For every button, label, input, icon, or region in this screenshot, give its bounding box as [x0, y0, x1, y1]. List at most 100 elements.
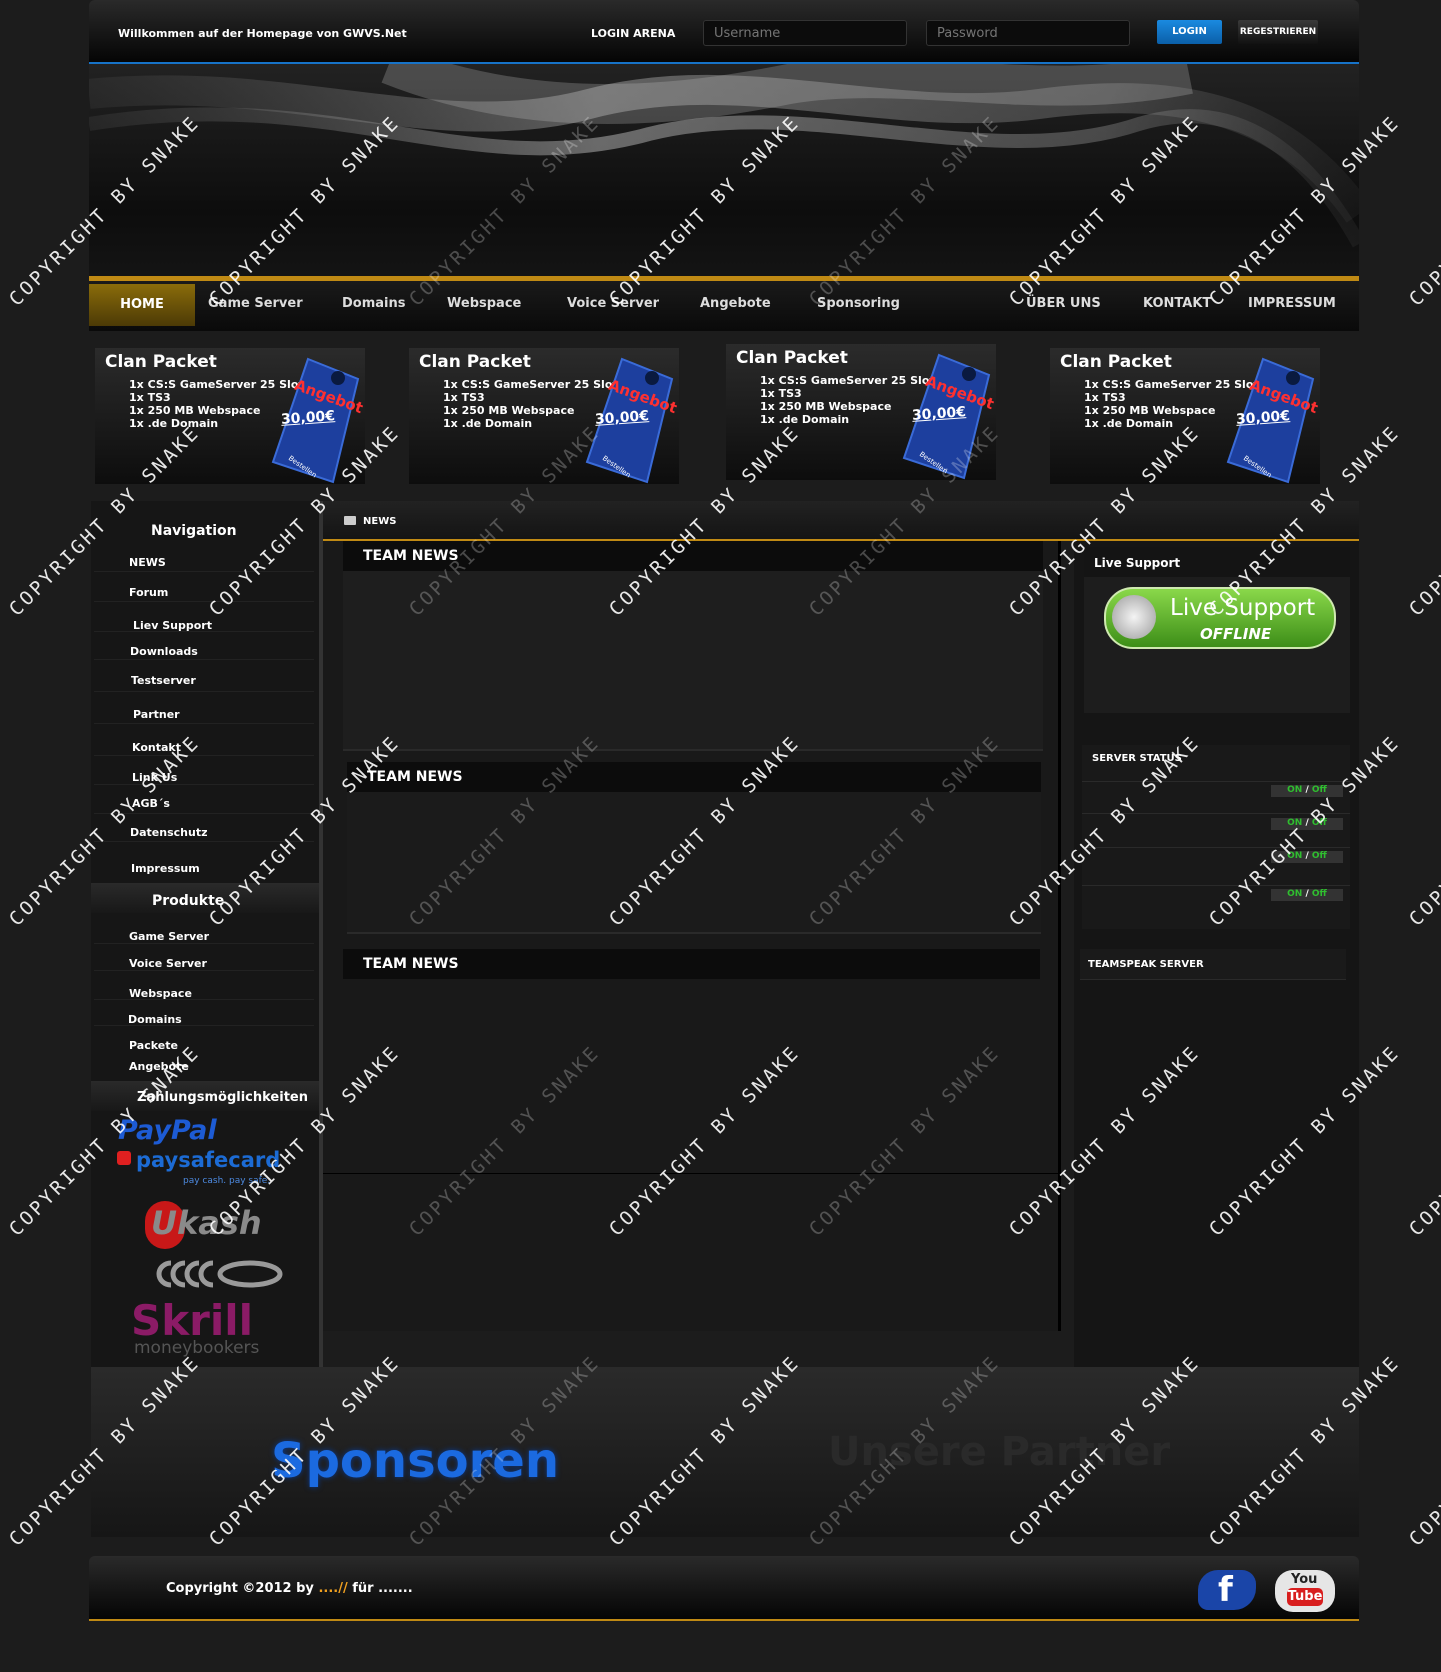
sidebar-nav-title: Navigation [151, 523, 237, 539]
sidebar-payment-title: Zahlungsmöglichkeiten [137, 1090, 308, 1105]
sidebar-item-downloads[interactable]: Downloads [130, 645, 198, 658]
status-toggle[interactable]: ON / Off [1271, 785, 1343, 797]
paysafecard-logo: paysafecard [136, 1148, 281, 1172]
sidebar-item-news[interactable]: NEWS [129, 556, 166, 569]
sidebar-item-link-us[interactable]: Link Us [132, 771, 178, 784]
offer-card[interactable]: Clan Packet 1x CS:S GameServer 25 Slot 1… [95, 348, 365, 484]
headset-icon [1112, 595, 1156, 639]
live-support-badge-text: Live Support [1170, 595, 1316, 621]
product-item-game-server[interactable]: Game Server [129, 930, 210, 943]
youtube-you: You [1291, 1572, 1318, 1587]
moneybookers-logo: moneybookers [134, 1338, 260, 1358]
username-input[interactable] [703, 20, 907, 46]
offer-line: 1x 250 MB Webspace [1084, 404, 1216, 417]
skrill-logo: Skrill [131, 1296, 254, 1345]
breadcrumb: NEWS [363, 516, 397, 527]
sidebar-item-datenschutz[interactable]: Datenschutz [130, 826, 208, 839]
sponsors-title: Sponsoren [271, 1433, 560, 1489]
main-content: TEAM NEWS TEAM NEWS TEAM NEWS [323, 541, 1058, 1331]
sidebar-item-partner[interactable]: Partner [133, 708, 180, 721]
ukash-icon [145, 1201, 185, 1249]
watermark-text: COPYRIGHT BY SNAKE [1405, 1041, 1441, 1241]
offer-line: 1x TS3 [1084, 391, 1126, 404]
sidebar-item-impressum[interactable]: Impressum [131, 862, 200, 875]
status-toggle[interactable]: ON / Off [1271, 851, 1343, 863]
offer-card[interactable]: Clan Packet 1x CS:S GameServer 25 Slot 1… [409, 348, 679, 484]
server-status-title: SERVER STATUS [1092, 753, 1182, 764]
offer-title: Clan Packet [1060, 352, 1172, 372]
nav-angebote[interactable]: Angebote [700, 296, 771, 311]
teamspeak-header [1080, 949, 1346, 980]
partners-title: Unsere Partner [828, 1429, 1171, 1475]
watermark-text: COPYRIGHT BY SNAKE [1405, 111, 1441, 311]
offer-card[interactable]: Clan Packet 1x CS:S GameServer 25 Slot 1… [1050, 348, 1320, 484]
offer-card[interactable]: Clan Packet 1x CS:S GameServer 25 Slot 1… [726, 344, 996, 480]
nav-domains[interactable]: Domains [342, 296, 406, 311]
product-item-webspace[interactable]: Webspace [129, 987, 192, 1000]
nav-home[interactable]: HOME [89, 284, 195, 326]
offer-line: 1x .de Domain [443, 417, 533, 430]
nav-voice-server[interactable]: Voice Server [567, 296, 660, 311]
live-support-title: Live Support [1094, 556, 1181, 570]
youtube-icon[interactable]: You Tube [1275, 1570, 1335, 1612]
nav-about[interactable]: ÜBER UNS [1026, 296, 1101, 311]
price-tag-icon: Angebot Bestellen [271, 357, 363, 484]
watermark-text: COPYRIGHT BY SNAKE [1405, 731, 1441, 931]
card-network-icon [156, 1260, 283, 1288]
offer-line: 1x CS:S GameServer 25 Slot [1084, 378, 1259, 391]
column-divider [1058, 541, 1061, 1331]
offer-line: 1x TS3 [443, 391, 485, 404]
status-toggle[interactable]: ON / Off [1271, 889, 1343, 901]
offer-line: 1x CS:S GameServer 25 Slot [760, 374, 935, 387]
price-tag-icon: Angebot Bestellen [1226, 357, 1318, 484]
right-sidebar: Live Support Live Support OFFLINE SERVER… [1074, 541, 1359, 1367]
sidebar-item-forum[interactable]: Forum [129, 586, 169, 599]
nav-webspace[interactable]: Webspace [447, 296, 522, 311]
paysafecard-slogan: pay cash. pay safe. [183, 1176, 271, 1186]
copyright-text: Copyright ©2012 by ....// für ....... [166, 1581, 413, 1596]
content-header: NEWS [323, 501, 1359, 541]
header-banner [89, 62, 1359, 276]
sidebar-item-live-support[interactable]: Liev Support [133, 619, 212, 632]
teamspeak-title: TEAMSPEAK SERVER [1088, 959, 1204, 970]
offer-line: 1x TS3 [129, 391, 171, 404]
product-item-voice-server[interactable]: Voice Server [129, 957, 207, 970]
news-title: TEAM NEWS [343, 541, 1043, 571]
welcome-text: Willkommen auf der Homepage von GWVS.Net [118, 27, 407, 40]
news-body [343, 571, 1043, 751]
sponsor-section: Sponsoren Unsere Partner [91, 1367, 1359, 1537]
copyright-link[interactable]: ....// [318, 1581, 348, 1596]
offer-line: 1x 250 MB Webspace [129, 404, 261, 417]
watermark-text: COPYRIGHT BY SNAKE [1405, 1351, 1441, 1551]
nav-sponsoring[interactable]: Sponsoring [817, 296, 900, 311]
divider [323, 1173, 1058, 1174]
password-input[interactable] [926, 20, 1130, 46]
nav-contact[interactable]: KONTAKT [1143, 296, 1212, 311]
facebook-icon[interactable]: f [1198, 1570, 1256, 1610]
smoke-graphic [89, 64, 1359, 248]
sidebar: Navigation NEWS Forum Liev Support Downl… [91, 501, 323, 1367]
offer-line: 1x .de Domain [1084, 417, 1174, 430]
nav-game-server[interactable]: Game Server [208, 296, 303, 311]
ukash-logo: Ukash [151, 1204, 262, 1242]
footer: Copyright ©2012 by ....// für ....... f … [89, 1556, 1359, 1621]
server-status-box [1082, 745, 1350, 929]
offer-line: 1x .de Domain [129, 417, 219, 430]
register-button[interactable]: REGESTRIEREN [1238, 20, 1318, 44]
sidebar-item-agb[interactable]: AGB´s [132, 797, 170, 810]
lock-icon [117, 1151, 131, 1165]
login-button[interactable]: LOGIN [1157, 20, 1222, 44]
status-toggle[interactable]: ON / Off [1271, 818, 1343, 830]
news-title: TEAM NEWS [347, 762, 1041, 792]
nav-imprint[interactable]: IMPRESSUM [1248, 296, 1336, 311]
offer-line: 1x 250 MB Webspace [443, 404, 575, 417]
product-item-domains[interactable]: Domains [128, 1013, 182, 1026]
paypal-logo: PayPal [118, 1115, 217, 1146]
product-item-packete[interactable]: Packete [129, 1039, 178, 1052]
live-support-badge[interactable]: Live Support OFFLINE [1104, 587, 1336, 649]
offer-title: Clan Packet [419, 352, 531, 372]
sidebar-item-testserver[interactable]: Testserver [131, 674, 196, 687]
sidebar-item-kontakt[interactable]: Kontakt [132, 741, 181, 754]
product-item-angebote[interactable]: Angebote [129, 1060, 189, 1073]
sidebar-products-title: Produkte [152, 893, 225, 909]
